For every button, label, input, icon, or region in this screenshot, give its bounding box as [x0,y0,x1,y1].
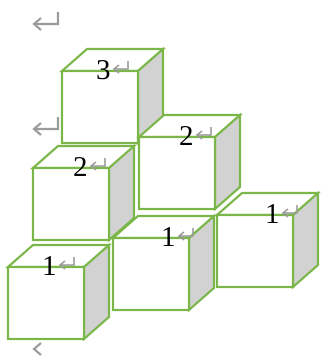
cube: 2 [136,112,243,212]
cube-front-face [137,135,217,211]
cube: 1 [5,242,112,342]
cube: 1 [110,213,217,313]
cube-count-label: 3 [96,54,111,86]
return-arrow-icon [32,342,42,356]
return-arrow-icon [32,117,60,136]
return-arrow-icon [32,12,60,31]
cube-count-label: 2 [73,151,88,183]
cube: 3 [59,46,166,146]
return-arrow-icon [112,61,129,74]
cube-front-face [60,69,140,145]
cube-count-label: 1 [42,250,57,282]
return-arrow-icon [195,127,212,140]
cube: 2 [30,143,137,243]
cube-count-label: 1 [265,198,280,230]
cube-front-face [6,265,86,341]
cube-front-face [111,236,191,312]
return-arrow-icon [177,228,194,241]
return-arrow-icon [281,205,298,218]
return-arrow-icon [58,257,75,270]
cube-front-face [31,166,111,242]
cube-count-label: 1 [161,221,176,253]
cube-front-face [215,213,295,289]
return-arrow-icon [89,158,106,171]
cubes-layer: 3 2 2 1 1 1 [5,46,321,342]
cube: 1 [214,190,321,290]
cube-count-label: 2 [179,120,194,152]
